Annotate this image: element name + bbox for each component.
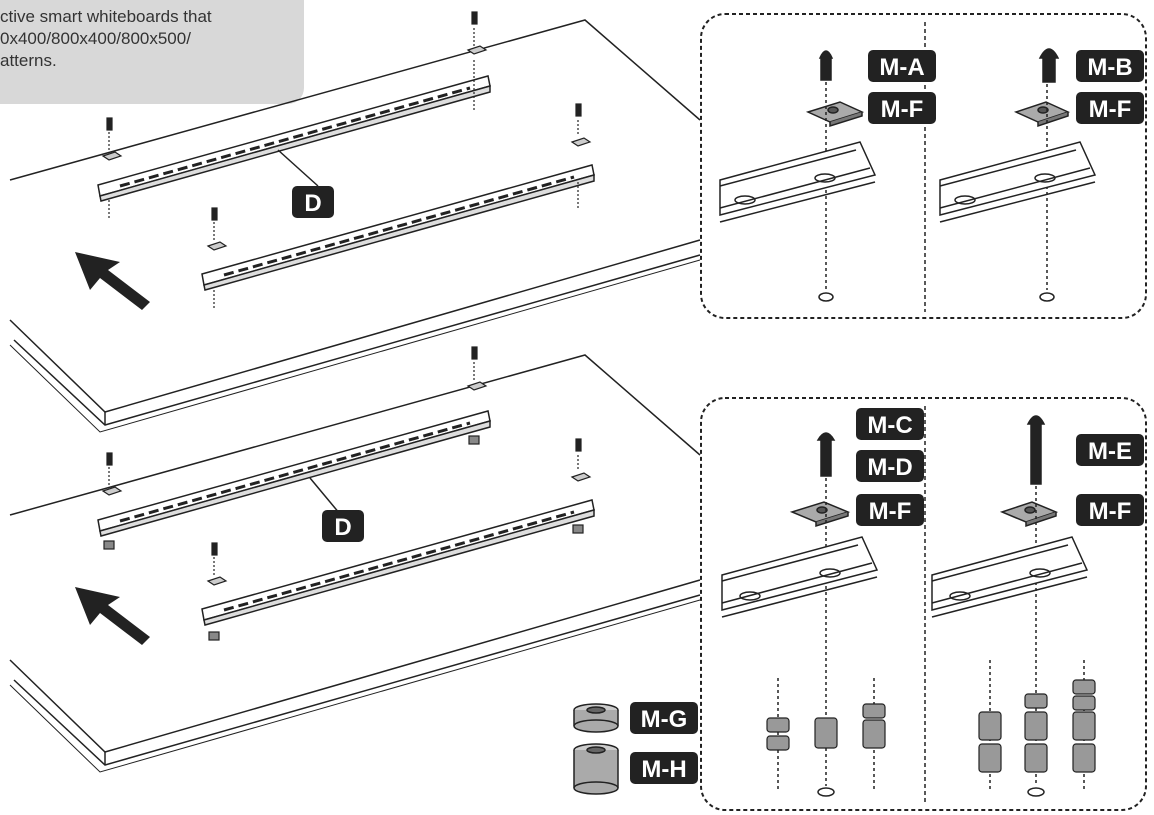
washer-icon xyxy=(101,151,123,161)
instruction-note: ctive smart whiteboards that 0x400/800x4… xyxy=(0,0,304,104)
screw-icon xyxy=(820,57,832,81)
spacer-icon xyxy=(572,524,584,534)
bottom-bracket-upper xyxy=(97,410,491,537)
washer-icon xyxy=(101,486,123,496)
spacer-icon xyxy=(814,717,838,749)
top-detail-right xyxy=(939,48,1097,302)
screw-icon xyxy=(106,452,113,466)
spacer-icon xyxy=(468,435,480,445)
spacer-small-icon xyxy=(573,719,619,733)
spacer-large-icon xyxy=(573,781,619,795)
top-detail-box xyxy=(700,13,1147,319)
washer-icon xyxy=(206,576,228,586)
label-m-f: M-F xyxy=(881,96,924,123)
screw-head-icon xyxy=(1026,415,1046,425)
top-bracket-lower xyxy=(201,164,595,291)
label-m-c: M-C xyxy=(867,412,912,439)
screw-icon xyxy=(211,542,218,556)
spacer-icon xyxy=(1024,743,1048,773)
screw-icon xyxy=(471,346,478,360)
top-bracket-label: D xyxy=(304,190,321,217)
top-detail-left xyxy=(719,50,877,302)
spacer-icon xyxy=(1072,679,1096,695)
bottom-detail-right-spacers xyxy=(978,679,1096,773)
note-line-2: 0x400/800x400/800x500/ xyxy=(0,29,191,48)
bottom-detail-left xyxy=(721,432,879,797)
label-m-f-3: M-F xyxy=(869,498,912,525)
screw-icon xyxy=(575,438,582,452)
label-m-b: M-B xyxy=(1087,54,1132,81)
label-m-e: M-E xyxy=(1088,438,1132,465)
spacer-icon xyxy=(1024,711,1048,741)
spacer-legend xyxy=(573,703,619,795)
spacer-icon xyxy=(208,631,220,641)
label-m-f-2: M-F xyxy=(1089,96,1132,123)
top-direction-arrow-icon xyxy=(75,252,150,310)
screw-icon xyxy=(106,117,113,131)
spacer-icon xyxy=(1072,743,1096,773)
screw-icon xyxy=(820,439,832,477)
label-m-f-4: M-F xyxy=(1089,498,1132,525)
washer-icon xyxy=(570,137,592,147)
spacer-icon xyxy=(1024,693,1048,709)
bottom-fasteners xyxy=(101,346,592,641)
screw-icon xyxy=(1030,423,1042,485)
spacer-icon xyxy=(978,711,1002,741)
screw-icon xyxy=(1042,57,1056,83)
spacer-icon xyxy=(1072,695,1096,711)
washer-icon xyxy=(570,472,592,482)
label-m-d: M-D xyxy=(867,454,912,481)
bottom-detail-left-spacers xyxy=(766,703,886,751)
top-panel xyxy=(9,19,701,433)
washer-icon xyxy=(466,381,488,391)
spacer-icon xyxy=(766,717,790,733)
label-box xyxy=(292,186,334,218)
bottom-bracket-label: D xyxy=(334,514,351,541)
note-line-1: ctive smart whiteboards that xyxy=(0,7,212,26)
label-box xyxy=(322,510,364,542)
washer-icon xyxy=(206,241,228,251)
screw-head-icon xyxy=(818,50,834,59)
screw-icon xyxy=(471,11,478,25)
label-m-h: M-H xyxy=(641,756,686,783)
screw-head-icon xyxy=(1038,48,1060,59)
screw-icon xyxy=(211,207,218,221)
bottom-bracket-lower xyxy=(201,499,595,626)
washer-icon xyxy=(466,45,488,55)
top-fasteners xyxy=(101,11,592,308)
label-m-g: M-G xyxy=(641,706,688,733)
spacer-icon xyxy=(1072,711,1096,741)
top-bracket-upper xyxy=(97,75,491,202)
spacer-icon xyxy=(766,735,790,751)
spacer-icon xyxy=(862,703,886,719)
label-m-a: M-A xyxy=(879,54,924,81)
bottom-detail-right xyxy=(931,415,1089,797)
spacer-icon xyxy=(103,540,115,550)
bottom-panel xyxy=(9,354,701,773)
note-line-3: atterns. xyxy=(0,51,57,70)
screw-head-icon xyxy=(816,432,836,441)
bottom-direction-arrow-icon xyxy=(75,587,150,645)
screw-icon xyxy=(575,103,582,117)
spacer-icon xyxy=(862,719,886,749)
spacer-icon xyxy=(978,743,1002,773)
